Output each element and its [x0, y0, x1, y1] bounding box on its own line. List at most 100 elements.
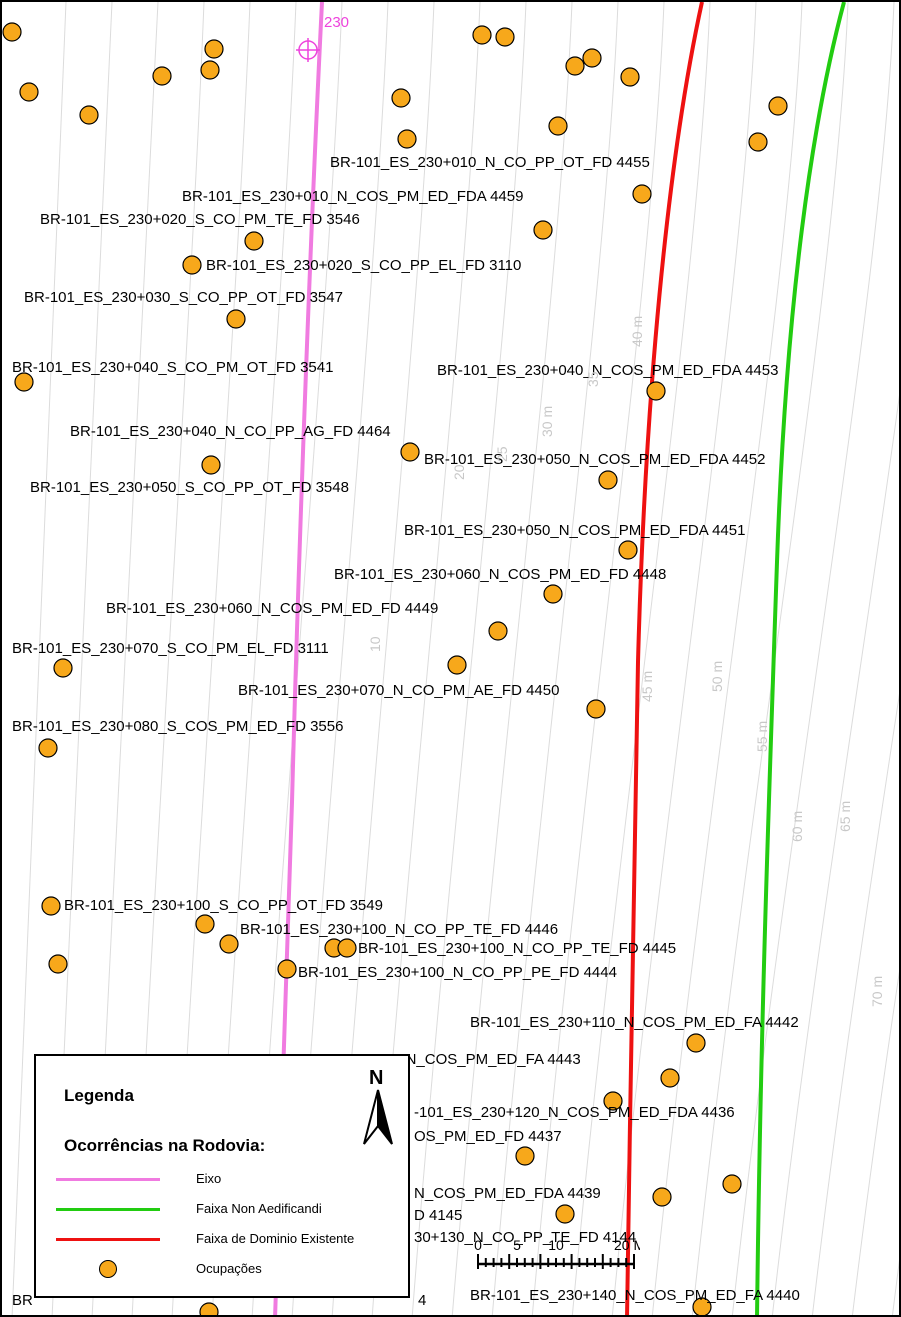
ocupacao-point[interactable] [722, 1174, 742, 1194]
ocupacao-point[interactable] [543, 584, 563, 604]
legend-item-eixo: Eixo [36, 1169, 406, 1191]
occurrence-label: BR-101_ES_230+010_N_CO_PP_OT_FD 4455 [330, 154, 650, 171]
occurrence-label: BR-101_ES_230+100_N_CO_PP_TE_FD 4445 [358, 940, 676, 957]
occurrence-label: BR-101_ES_230+060_N_COS_PM_ED_FD 4449 [106, 600, 438, 617]
scale-bar: 0 5 10 20 Meters [474, 1237, 640, 1269]
distance-label: 60 m [789, 811, 805, 842]
distance-line [731, 2, 895, 1315]
ocupacao-point[interactable] [686, 1033, 706, 1053]
non-aedificandi-swatch [56, 1208, 160, 1211]
distance-line [411, 2, 527, 1315]
ocupacao-point[interactable] [632, 184, 652, 204]
occurrence-label: BR-101_ES_230+110_N_COS_PM_ED_FA 4442 [470, 1014, 799, 1031]
ocupacao-point[interactable] [53, 658, 73, 678]
legend-item-faixa-dominio: Faixa de Dominio Existente [36, 1229, 406, 1251]
ocupacao-point[interactable] [19, 82, 39, 102]
ocupacao-point[interactable] [182, 255, 202, 275]
ocupacao-point[interactable] [652, 1187, 672, 1207]
ocupacao-point[interactable] [555, 1204, 575, 1224]
faixa-dominio-swatch [56, 1238, 160, 1241]
occupation-points [2, 22, 788, 1317]
ocupacao-point[interactable] [277, 959, 297, 979]
occurrence-label: BR-101_ES_230+020_S_CO_PM_TE_FD 3546 [40, 211, 360, 228]
km-label: 230 [324, 14, 349, 31]
distance-line [571, 2, 711, 1315]
occurrence-label: 4 [418, 1292, 426, 1309]
ocupacao-point[interactable] [400, 442, 420, 462]
ocupacao-point[interactable] [41, 896, 61, 916]
ocupacao-point[interactable] [548, 116, 568, 136]
ocupacao-point[interactable] [199, 1302, 219, 1317]
distance-label: 50 m [709, 661, 725, 692]
ocupacao-point[interactable] [488, 621, 508, 641]
ocupacao-point[interactable] [620, 67, 640, 87]
ocupacao-point[interactable] [38, 738, 58, 758]
distance-line [451, 2, 573, 1315]
ocupacao-point[interactable] [748, 132, 768, 152]
legend-item-label: Ocupações [196, 1261, 262, 1276]
ocupacao-point[interactable] [337, 938, 357, 958]
legend-item-label: Eixo [196, 1171, 222, 1186]
ocupacao-point[interactable] [152, 66, 172, 86]
ocupacao-point[interactable] [646, 381, 666, 401]
ocupacao-point[interactable] [598, 470, 618, 490]
legend-item-label: Faixa de Dominio Existente [196, 1231, 355, 1246]
legend-subtitle: Ocorrências na Rodovia: [64, 1136, 266, 1155]
occurrence-label: BR-101_ES_230+050_N_COS_PM_ED_FDA 4451 [404, 522, 745, 539]
ocupacao-point[interactable] [768, 96, 788, 116]
ocupacao-point[interactable] [397, 129, 417, 149]
distance-line [531, 2, 665, 1315]
ocupacao-point[interactable] [195, 914, 215, 934]
ocupacao-point[interactable] [244, 231, 264, 251]
occurrence-label: N_COS_PM_ED_FDA 4439 [414, 1185, 601, 1202]
legend-title: Legenda [64, 1086, 134, 1105]
ocupacao-point[interactable] [391, 88, 411, 108]
ocupacao-point[interactable] [582, 48, 602, 68]
distance-line [11, 2, 67, 1315]
occurrence-label: BR-101_ES_230+070_S_CO_PM_EL_FD 3111 [12, 640, 329, 657]
occurrence-label: BR-101_ES_230+060_N_COS_PM_ED_FD 4448 [334, 566, 666, 583]
km-marker: 230 [296, 14, 349, 62]
distance-label: 25 [494, 446, 510, 462]
occurrence-label: BR-101_ES_230+140_N_COS_PM_ED_FA 4440 [470, 1287, 800, 1304]
ocupacao-point[interactable] [79, 105, 99, 125]
distance-line [691, 2, 849, 1315]
distance-line [851, 971, 899, 1315]
distance-label: 65 m [837, 801, 853, 832]
distance-line [891, 1260, 899, 1315]
ocupacao-point[interactable] [48, 954, 68, 974]
distance-line [811, 693, 899, 1315]
occurrence-label: 30+130_N_CO_PP_TE_FD 4144 [414, 1229, 636, 1246]
occurrence-label: BR-101_ES_230+050_N_COS_PM_ED_FDA 4452 [424, 451, 765, 468]
distance-label: 35 [585, 371, 601, 387]
ocupacao-point[interactable] [533, 220, 553, 240]
ocupacao-point[interactable] [219, 934, 239, 954]
ocupacao-point[interactable] [515, 1146, 535, 1166]
faixa-non-aedificandi-line [755, 2, 846, 1315]
ocupacao-point[interactable] [201, 455, 221, 475]
distance-label: 70 m [869, 976, 885, 1007]
ocupacao-point[interactable] [200, 60, 220, 80]
distance-line [651, 2, 803, 1315]
ocupacao-point[interactable] [226, 309, 246, 329]
ocupacao-point[interactable] [204, 39, 224, 59]
ocupacao-point[interactable] [692, 1297, 712, 1316]
ocupacao-point[interactable] [447, 655, 467, 675]
ocupacao-point[interactable] [2, 22, 22, 42]
ocupacao-point[interactable] [565, 56, 585, 76]
occurrence-label: BR-101_ES_230+030_S_CO_PP_OT_FD 3547 [24, 289, 343, 306]
occurrence-label: BR-101_ES_230+050_S_CO_PP_OT_FD 3548 [30, 479, 349, 496]
ocupacao-point[interactable] [14, 372, 34, 392]
scale-tick-label: 20 Meters [614, 1237, 640, 1253]
ocupacao-point[interactable] [495, 27, 515, 47]
ocupacao-point[interactable] [472, 25, 492, 45]
ocupacao-point[interactable] [586, 699, 606, 719]
ocupacao-point[interactable] [603, 1091, 623, 1111]
ocupacao-point[interactable] [618, 540, 638, 560]
occurrence-label: BR-101_ES_230+070_N_CO_PM_AE_FD 4450 [238, 682, 559, 699]
ocupacao-point[interactable] [660, 1068, 680, 1088]
distance-line [491, 2, 619, 1315]
occurrence-label: BR [12, 1292, 33, 1309]
